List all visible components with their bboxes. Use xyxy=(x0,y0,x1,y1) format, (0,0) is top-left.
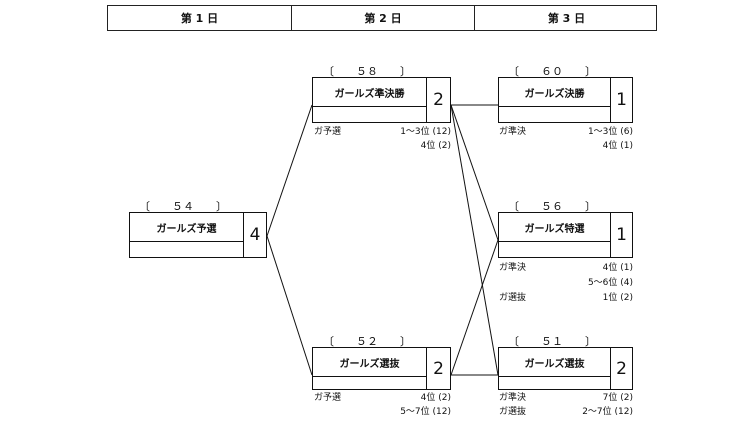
connector-54-58 xyxy=(266,104,313,237)
connector-54-52 xyxy=(266,235,313,376)
event-58-number: 〔 ５８ 〕 xyxy=(323,65,411,78)
event-51-note-source-2: ガ選抜 xyxy=(499,407,527,417)
event-52-note-r2: 5～7位 (12) xyxy=(400,407,451,417)
connector-58-51 xyxy=(450,104,499,376)
event-54-divider xyxy=(130,241,243,242)
event-60-title: ガールズ決勝 xyxy=(524,89,585,100)
event-51-box: ガールズ選抜 xyxy=(498,347,611,390)
event-56-divider xyxy=(499,241,610,242)
event-51-divider xyxy=(499,376,610,377)
event-51-number: 〔 ５１ 〕 xyxy=(508,335,596,348)
event-52-number: 〔 ５２ 〕 xyxy=(323,335,411,348)
event-52-count: 2 xyxy=(426,347,451,390)
event-60-divider xyxy=(499,106,610,107)
event-56-note-r3: 1位 (2) xyxy=(602,293,633,303)
event-52-note-source: ガ予選 xyxy=(314,393,342,403)
event-51-count: 2 xyxy=(610,347,633,390)
event-54-count: 4 xyxy=(243,212,267,258)
event-58-title: ガールズ準決勝 xyxy=(334,89,405,100)
day-header: 第 1 日 第 2 日 第 3 日 xyxy=(107,5,657,31)
event-58-count: 2 xyxy=(426,77,451,123)
event-52-note-r1: 4位 (2) xyxy=(420,393,451,403)
event-56-box: ガールズ特選 xyxy=(498,212,611,258)
event-56-note-source-1: ガ準決 xyxy=(499,263,527,273)
event-58-note-r2: 4位 (2) xyxy=(420,141,451,151)
event-60-note-r2: 4位 (1) xyxy=(602,141,633,151)
event-52-divider xyxy=(313,376,426,377)
event-58-box: ガールズ準決勝 xyxy=(312,77,427,123)
day-2-header: 第 2 日 xyxy=(291,6,474,30)
event-56-number: 〔 ５６ 〕 xyxy=(508,200,596,213)
event-51-note-source-1: ガ準決 xyxy=(499,393,527,403)
day-1-header: 第 1 日 xyxy=(180,12,219,25)
event-60-count: 1 xyxy=(610,77,633,123)
event-51-title: ガールズ選抜 xyxy=(524,359,585,370)
event-56-note-r1: 4位 (1) xyxy=(602,263,633,273)
event-54-title: ガールズ予選 xyxy=(156,224,217,235)
connector-58-56 xyxy=(450,104,499,241)
event-54-number: 〔 ５４ 〕 xyxy=(139,200,227,213)
event-51-note-r2: 2～7位 (12) xyxy=(582,407,633,417)
event-58-note-source: ガ予選 xyxy=(314,127,342,137)
connector-52-56 xyxy=(450,239,499,376)
event-56-title: ガールズ特選 xyxy=(524,224,585,235)
event-60-number: 〔 ６０ 〕 xyxy=(508,65,596,78)
event-56-note-r2: 5～6位 (4) xyxy=(587,278,633,288)
event-52-box: ガールズ選抜 xyxy=(312,347,427,390)
event-56-note-source-2: ガ選抜 xyxy=(499,293,527,303)
event-60-note-source: ガ準決 xyxy=(499,127,527,137)
event-60-note-r1: 1～3位 (6) xyxy=(587,127,633,137)
event-58-note-r1: 1～3位 (12) xyxy=(400,127,451,137)
event-60-box: ガールズ決勝 xyxy=(498,77,611,123)
event-52-title: ガールズ選抜 xyxy=(339,359,400,370)
day-3-header: 第 3 日 xyxy=(474,6,658,30)
event-56-count: 1 xyxy=(610,212,633,258)
event-51-note-r1: 7位 (2) xyxy=(602,393,633,403)
event-54-box: ガールズ予選 xyxy=(129,212,244,258)
event-58-divider xyxy=(313,106,426,107)
